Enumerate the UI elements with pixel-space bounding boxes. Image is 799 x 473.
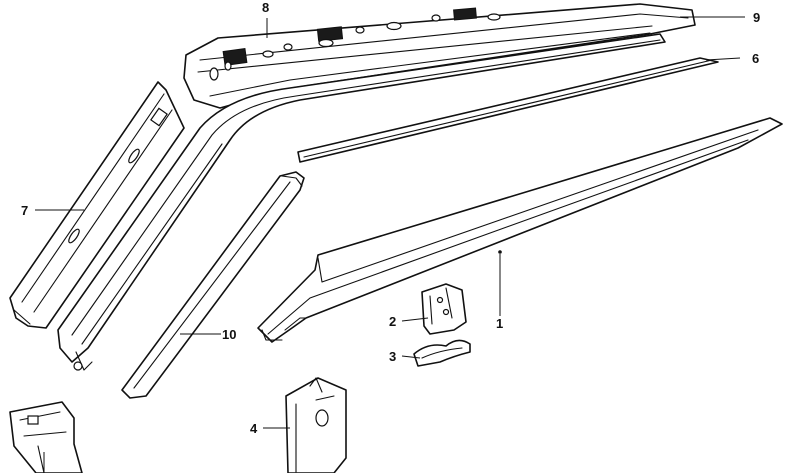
part-9-roof-frame [183, 3, 696, 109]
callout-9: 9 [753, 10, 760, 25]
callout-10: 10 [222, 327, 236, 342]
callout-4: 4 [250, 421, 258, 436]
callout-7: 7 [21, 203, 28, 218]
callout-2: 2 [389, 314, 396, 329]
part-6-rain-channel [297, 57, 719, 163]
part-a-pillar-rail [57, 33, 666, 371]
leader-6 [705, 57, 741, 61]
leader-lines [35, 16, 745, 473]
leader-2 [401, 317, 429, 322]
part-lower-left-bracket [9, 401, 83, 473]
part-10-c-pillar [121, 171, 305, 399]
part-2-bracket [421, 283, 467, 335]
part-1-sill-panel [257, 117, 783, 343]
part-4-reinforcement [285, 377, 347, 473]
part-7-b-pillar [9, 81, 185, 329]
callout-3: 3 [389, 349, 396, 364]
callout-labels: 1 2 3 4 6 7 8 9 10 [21, 0, 760, 436]
leader-3 [401, 355, 421, 359]
part-3-clip [413, 339, 471, 367]
callout-8: 8 [262, 0, 269, 15]
callout-1: 1 [496, 316, 503, 331]
callout-6: 6 [752, 51, 759, 66]
